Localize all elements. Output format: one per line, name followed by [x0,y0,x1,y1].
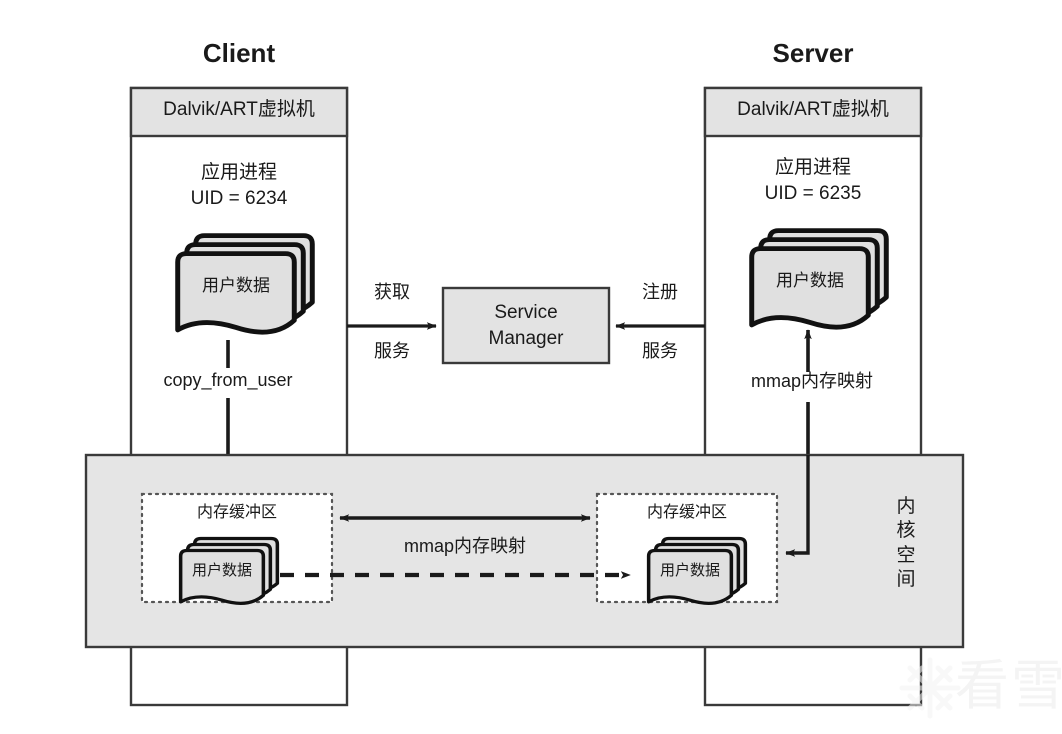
client-process-uid: UID = 6234 [190,188,288,209]
sm-left-label-bottom: 服务 [374,341,410,361]
watermark-logo [899,657,961,719]
service-manager-label-line1: Service [494,302,558,323]
client-vm-header-label: Dalvik/ART虚拟机 [163,99,315,120]
arrow-server-to-right-buffer [785,455,810,557]
kernel-space-char-2: 空 [896,544,916,566]
sm-right-label-top: 注册 [642,282,678,302]
kernel-mmap-label: mmap内存映射 [403,536,526,556]
service-manager-label-line2: Manager [488,328,564,349]
server-mmap-label: mmap内存映射 [750,371,873,391]
kernel-space-label: 内 核 空 间 [886,495,926,592]
server-title: Server [772,38,854,68]
kernel-space-char-1: 核 [896,520,916,542]
server-user-data-label: 用户数据 [776,271,844,290]
client-user-data-label: 用户数据 [202,276,270,295]
service-manager-box [441,286,611,365]
sm-right-label-bottom: 服务 [642,341,678,361]
kernel-space-char-0: 内 [896,496,916,517]
kernel-right-buffer-data-label: 用户数据 [659,562,720,579]
server-process-name: 应用进程 [774,157,851,178]
client-process-name: 应用进程 [200,162,277,183]
kernel-space-char-3: 间 [896,568,916,590]
sm-left-label-top: 获取 [374,282,410,302]
watermark-text: 看雪 [955,656,1062,716]
server-vm-header-bar [703,86,923,138]
server-process-uid: UID = 6235 [764,183,862,204]
client-vm-header-bar [129,86,349,138]
kernel-left-buffer-title: 内存缓冲区 [196,504,277,521]
kernel-left-buffer-data-label: 用户数据 [191,562,252,579]
copy-from-user-label: copy_from_user [163,370,293,390]
client-title: Client [202,38,276,68]
kernel-right-buffer-title: 内存缓冲区 [646,504,727,521]
server-vm-header-label: Dalvik/ART虚拟机 [737,99,889,120]
